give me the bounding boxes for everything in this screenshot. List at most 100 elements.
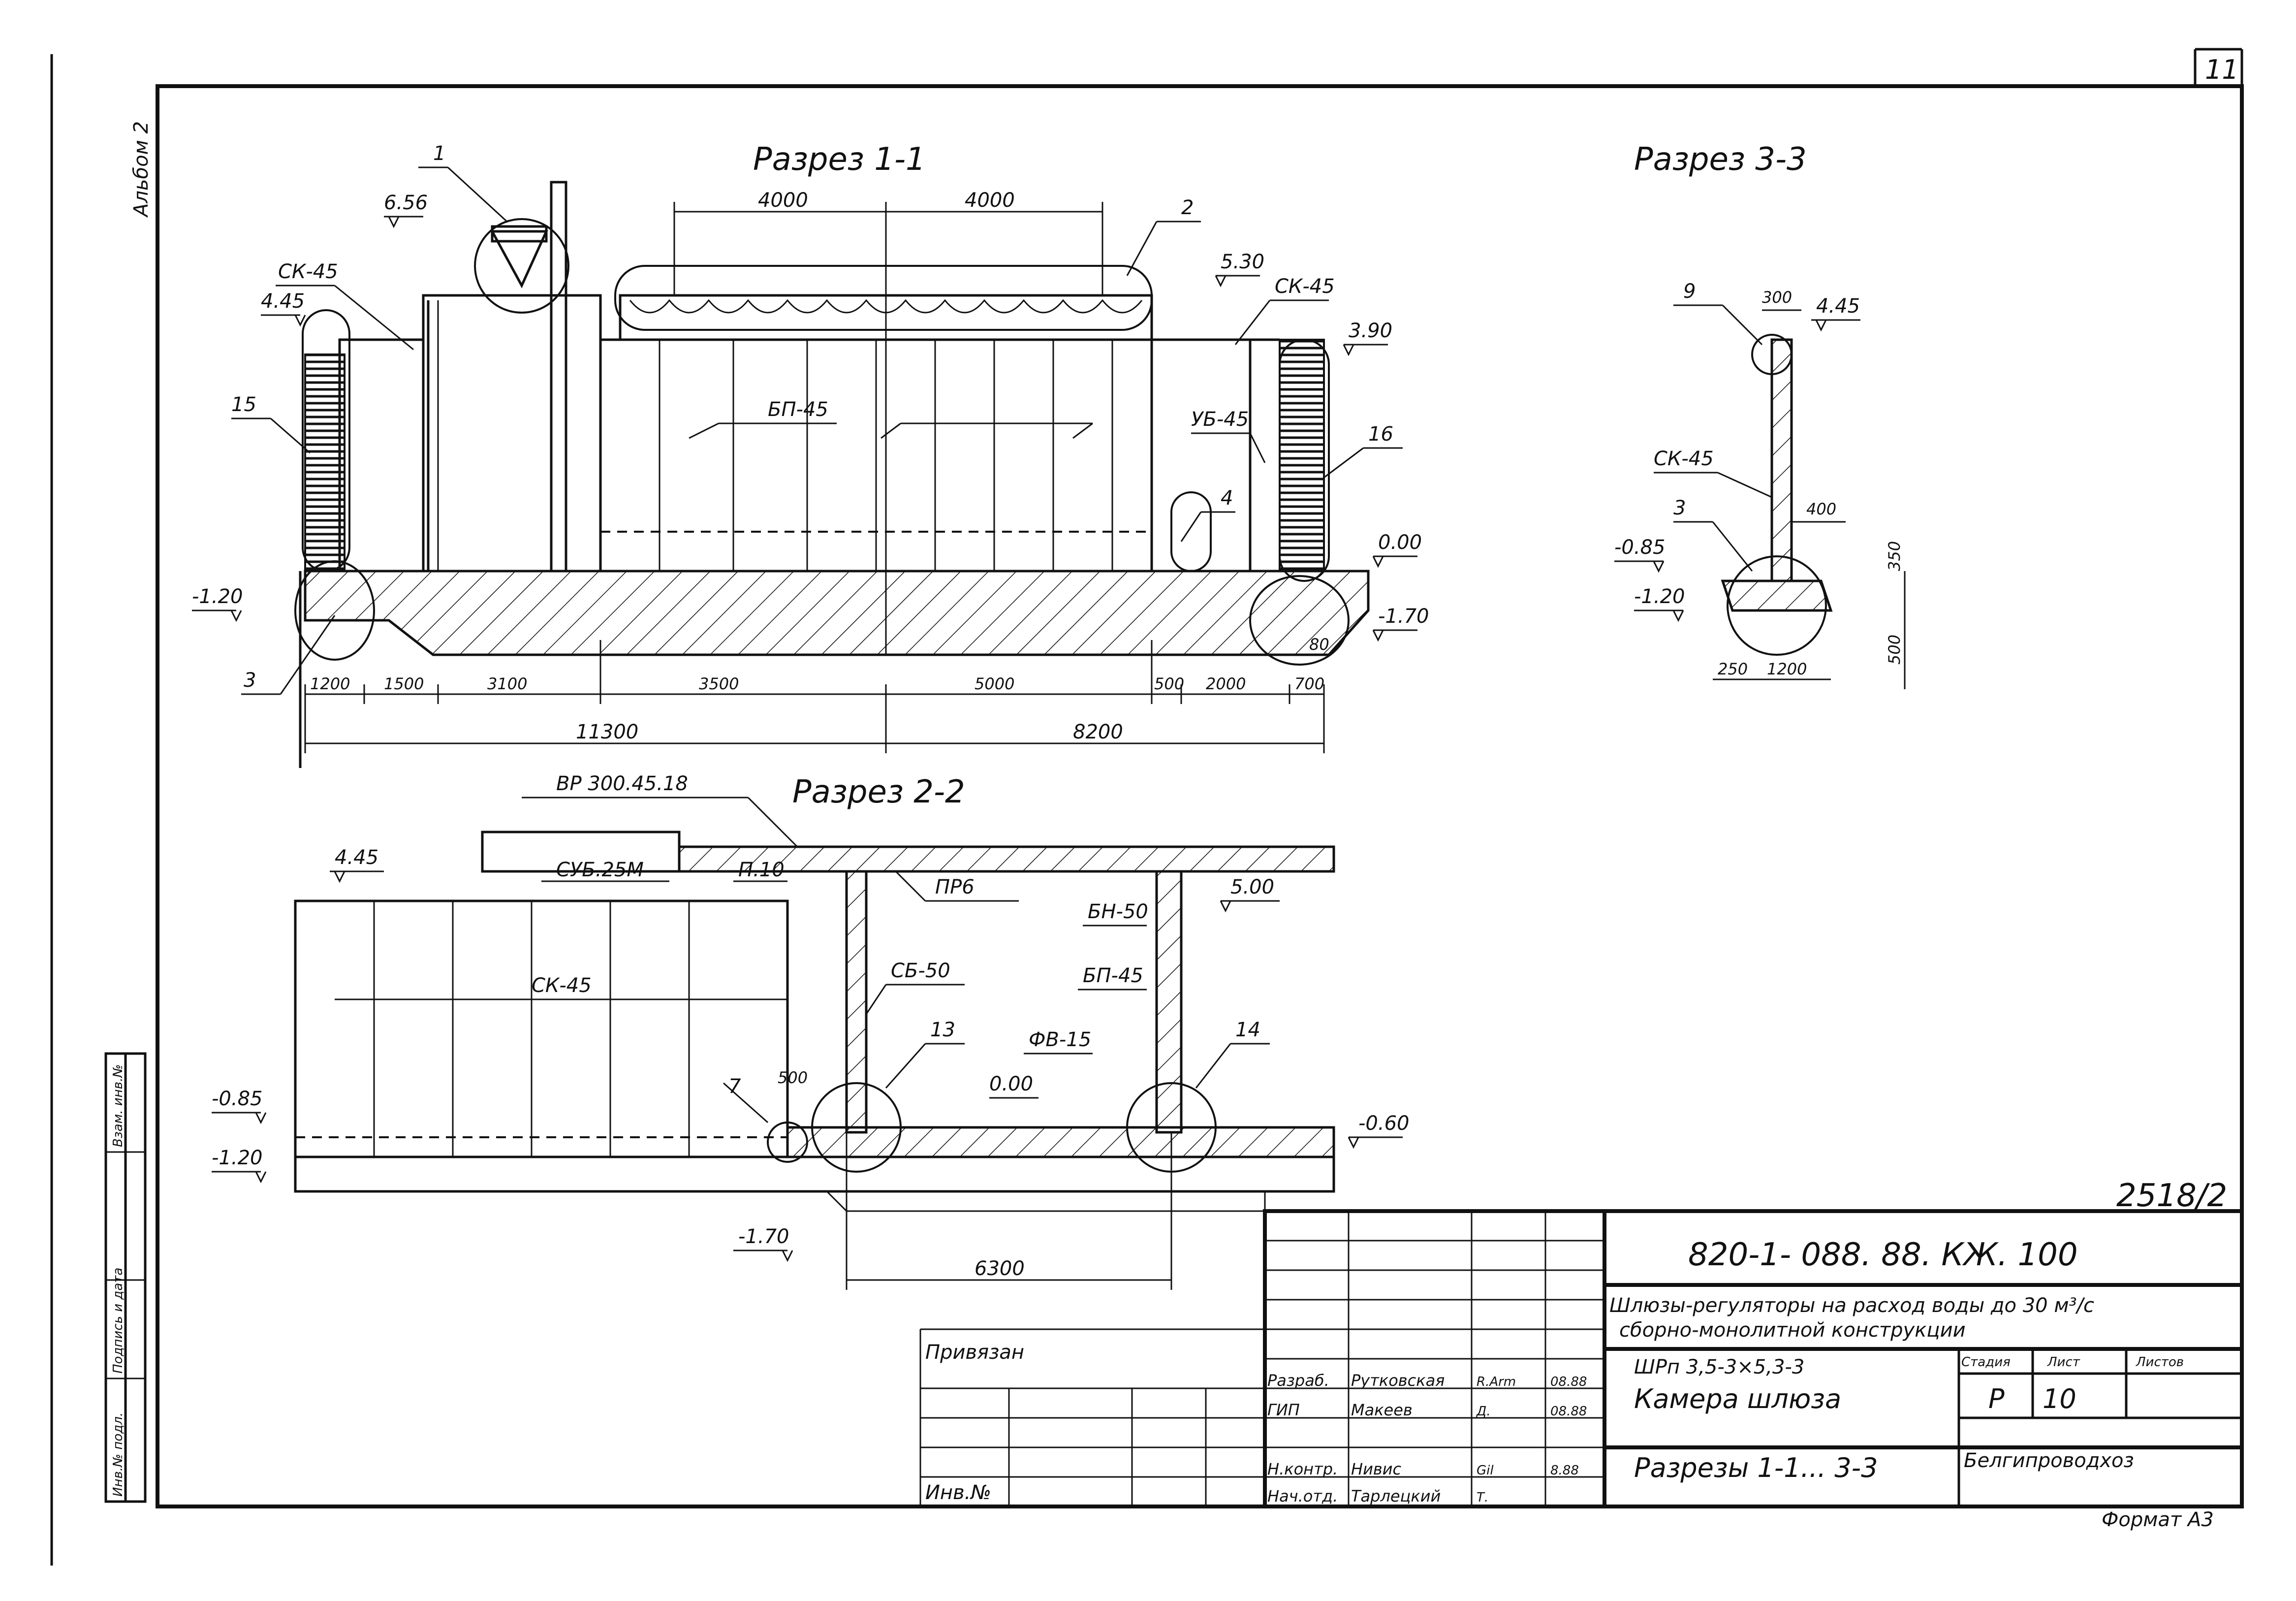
name-1: Макеев (1351, 1401, 1413, 1419)
role-3: Нач.отд. (1267, 1487, 1338, 1505)
dim-b1: 1200 (310, 674, 350, 693)
dim-6300: 6300 (975, 1257, 1025, 1280)
section-1-1: Разрез 1-1 (192, 141, 1429, 768)
callout-15: 15 (231, 393, 256, 416)
format-label: Формат А3 (2102, 1508, 2214, 1531)
callout-1: 1 (433, 142, 445, 165)
dim-500-s22: 500 (778, 1068, 808, 1087)
stamp-sign: Подпись и дата (111, 1268, 126, 1374)
section-2-2-title: Разрез 2-2 (792, 774, 965, 810)
dim-250: 250 (1718, 660, 1748, 678)
roles-table: Разраб. Рутковская R.Arm 08.88 ГИП Макее… (1267, 1371, 1587, 1505)
dim-b7: 2000 (1206, 674, 1246, 693)
project-line1: Шлюзы-регуляторы на расход воды до 30 м³… (1609, 1294, 2094, 1317)
callout-16: 16 (1368, 423, 1393, 446)
sheet-title: Разрезы 1-1... 3-3 (1634, 1452, 1878, 1483)
label-ck45-right: СК-45 (1275, 275, 1335, 298)
stage-header: Стадия (1961, 1355, 2011, 1370)
label-cb50: СБ-50 (891, 960, 950, 982)
label-vr: ВР 300.45.18 (556, 772, 688, 795)
date-0: 08.88 (1550, 1375, 1587, 1389)
name-2: Нивис (1351, 1460, 1402, 1478)
dim-350: 350 (1885, 541, 1904, 571)
role-2: Н.контр. (1267, 1460, 1338, 1478)
dim-500: 500 (1885, 635, 1904, 665)
callout-13: 13 (930, 1019, 955, 1041)
dim-b6: 500 (1154, 674, 1184, 693)
level-445: 4.45 (261, 290, 305, 313)
stage-value: Р (1988, 1383, 2005, 1414)
date-1: 08.88 (1550, 1404, 1587, 1419)
role-0: Разраб. (1267, 1371, 1329, 1390)
callout-4: 4 (1221, 487, 1233, 510)
dim-300: 300 (1762, 288, 1792, 307)
dim-b5: 5000 (975, 674, 1014, 693)
level-m120-s33: -1.20 (1634, 585, 1685, 608)
level-m120: -1.20 (192, 585, 243, 608)
base-slab-1-1 (304, 570, 1370, 656)
dim-1200: 1200 (1767, 660, 1807, 678)
label-pr6: ПР6 (935, 876, 975, 898)
level-656: 6.56 (384, 192, 428, 214)
bound-label: Привязан (925, 1341, 1024, 1364)
level-000-s22: 0.00 (989, 1073, 1033, 1095)
level-m060-s22: -0.60 (1358, 1112, 1410, 1135)
level-m120-s22: -1.20 (212, 1147, 263, 1169)
level-000: 0.00 (1378, 531, 1422, 554)
dim-b3: 3100 (487, 674, 527, 693)
dim-b2: 1500 (384, 674, 424, 693)
mini-80: 80 (1309, 635, 1329, 654)
org-name: Белгипроводхоз (1964, 1449, 2134, 1472)
dim-total-1: 11300 (576, 721, 638, 743)
level-530: 5.30 (1221, 251, 1264, 273)
label-fv15: ФВ-15 (1029, 1028, 1091, 1051)
stamp-replace: Взам. инв.№ (111, 1064, 126, 1147)
dim-400: 400 (1806, 500, 1836, 518)
dim-top-1: 4000 (758, 189, 808, 212)
callout-2: 2 (1181, 196, 1194, 219)
label-cub: СУБ.25М (556, 859, 644, 881)
level-m085-s22: -0.85 (212, 1088, 263, 1110)
page-number: 11 (2205, 54, 2239, 85)
sheet-frame (50, 48, 2244, 1566)
sign-2: Gil (1477, 1463, 1494, 1478)
callout-9: 9 (1683, 280, 1696, 303)
doc-code: 820-1- 088. 88. КЖ. 100 (1688, 1237, 2078, 1273)
margin-stamp: Инв.№ подл. Подпись и дата Взам. инв.№ (104, 1052, 147, 1503)
sheet-no: 10 (2043, 1383, 2076, 1414)
dim-b4: 3500 (699, 674, 739, 693)
gate-grid-right (1279, 339, 1325, 572)
sheet-header: Лист (2047, 1355, 2080, 1370)
dim-top-2: 4000 (965, 189, 1015, 212)
title-block: Привязан Инв.№ Разраб. Рутковская R.Arm … (919, 1178, 2244, 1531)
panel-lines (659, 340, 1113, 571)
label-ck45-left: СК-45 (278, 260, 338, 283)
sign-1: Д. (1476, 1404, 1491, 1419)
section-3-3: Разрез 3-3 9 3 СК-45 300 4.45 400 -0.85 … (1614, 141, 1906, 689)
section-3-3-title: Разрез 3-3 (1634, 141, 1807, 178)
label-bn50: БН-50 (1088, 900, 1148, 923)
inv-label: Инв.№ (925, 1481, 991, 1504)
gate-grid-left (304, 353, 346, 572)
section-1-1-title: Разрез 1-1 (753, 141, 926, 178)
role-1: ГИП (1267, 1401, 1300, 1419)
name-3: Тарлецкий (1351, 1487, 1441, 1505)
sign-3: Т. (1477, 1490, 1488, 1505)
name-0: Рутковская (1351, 1371, 1445, 1390)
level-500-s22: 5.00 (1230, 876, 1274, 898)
label-bp45: БП-45 (768, 398, 828, 421)
callout-3: 3 (244, 669, 256, 692)
level-m085: -0.85 (1614, 536, 1666, 559)
label-ck45-s33: СК-45 (1654, 448, 1714, 470)
callout-3-s33: 3 (1673, 497, 1686, 519)
sign-0: R.Arm (1477, 1375, 1516, 1389)
level-390: 3.90 (1349, 320, 1392, 342)
label-ub45: УБ-45 (1191, 408, 1249, 431)
level-445-s22: 4.45 (335, 846, 378, 869)
label-bp45-s22: БП-45 (1083, 964, 1143, 987)
stamp-inv: Инв.№ подл. (111, 1412, 126, 1497)
label-p10: П.10 (738, 859, 785, 881)
callout-7: 7 (728, 1075, 741, 1098)
